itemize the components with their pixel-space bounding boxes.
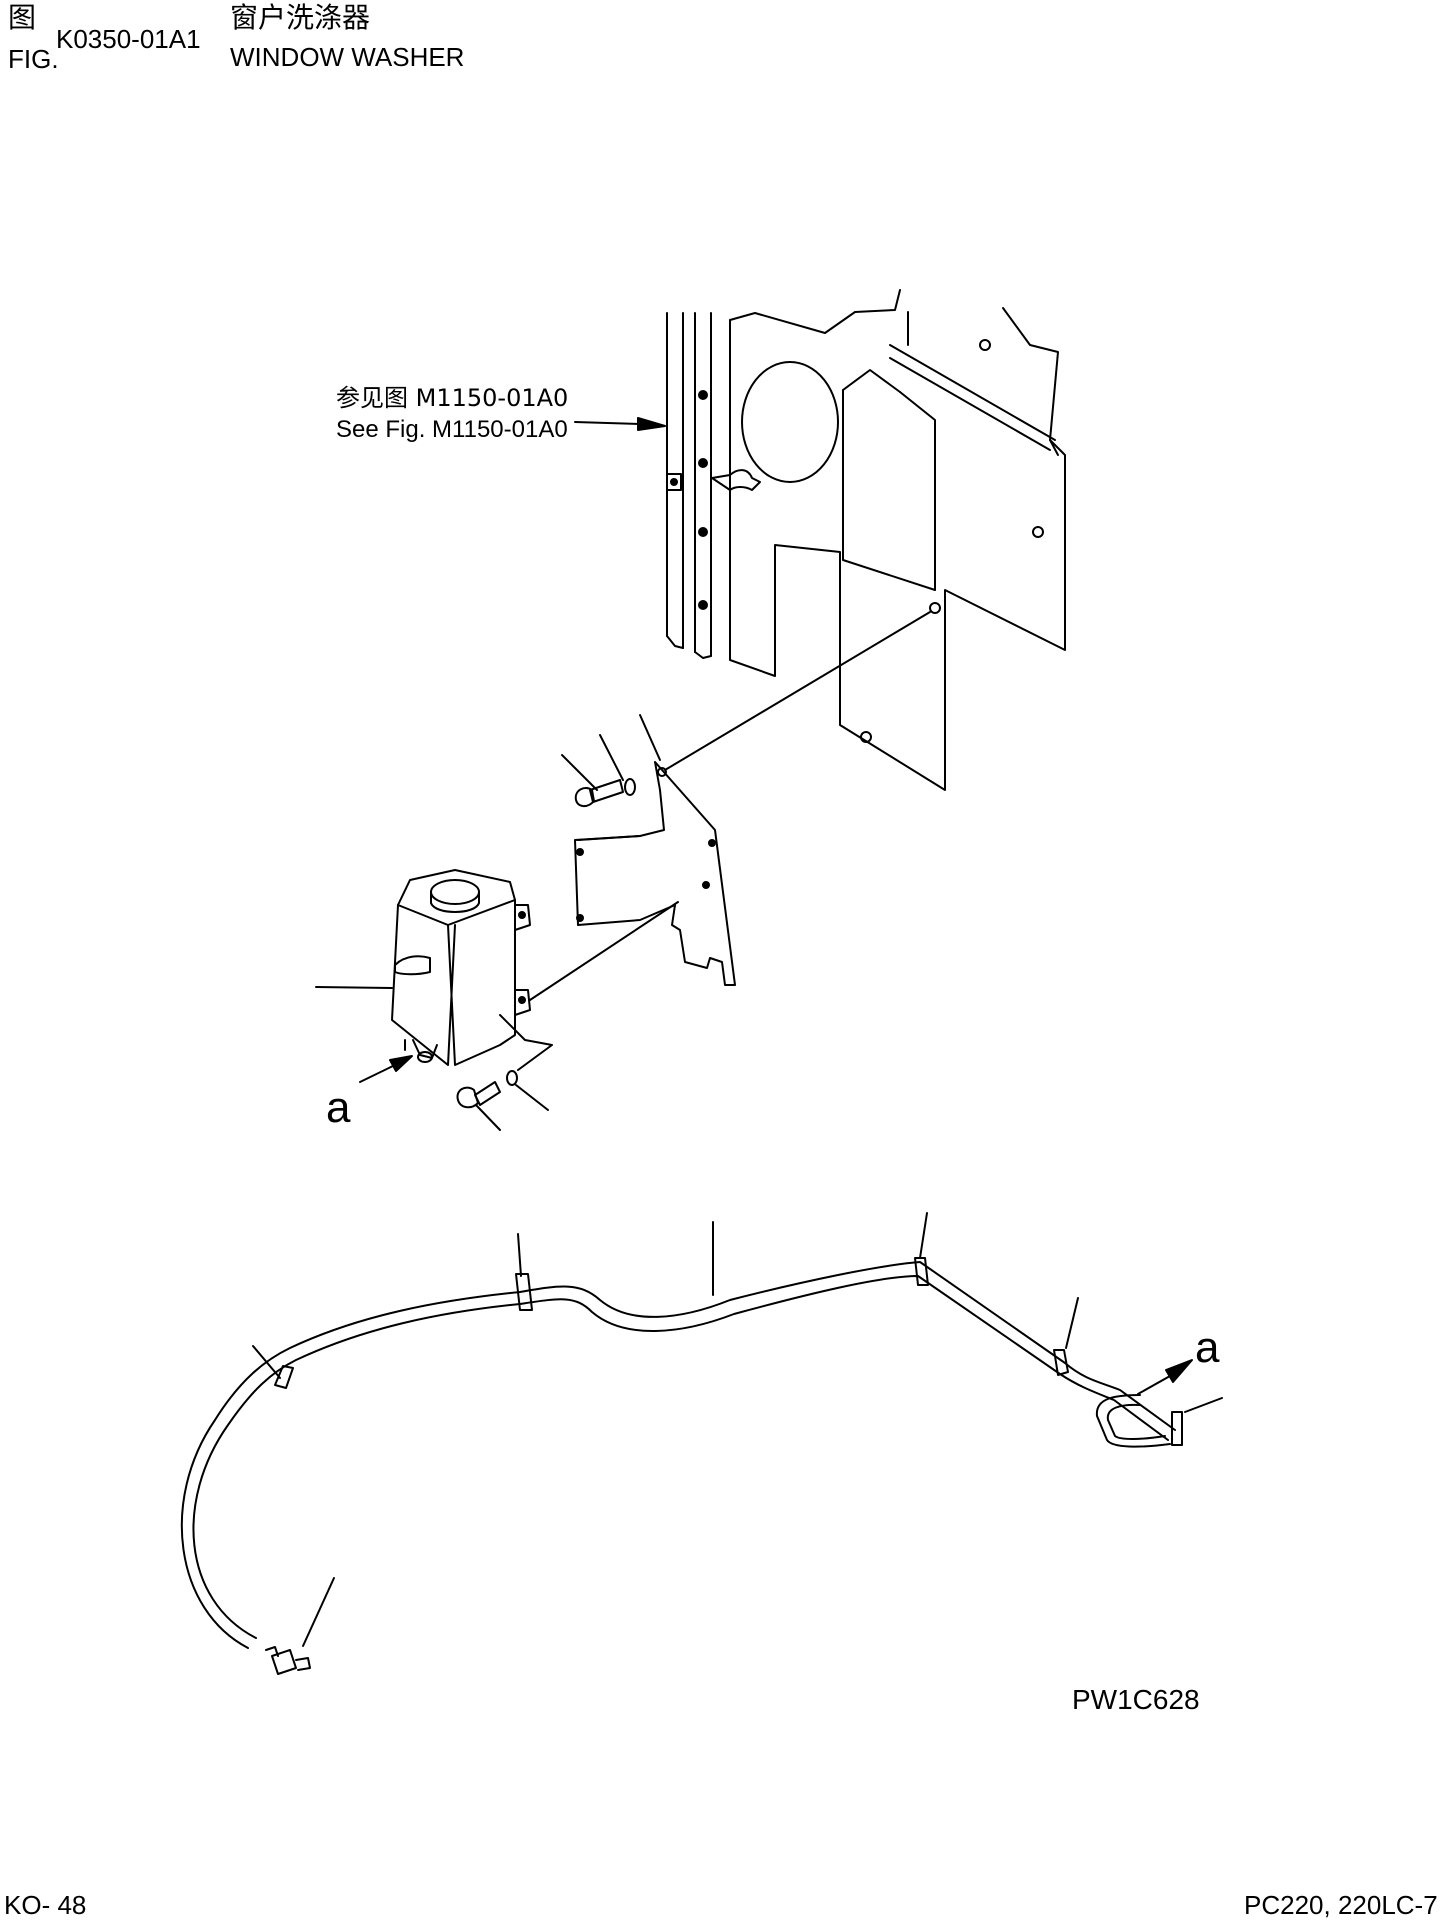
reference-zh: 参见图 M1150-01A0 xyxy=(336,384,569,412)
bolt-lower xyxy=(456,1070,549,1131)
fig-label-zh: 图 xyxy=(8,1,37,34)
washer-tank xyxy=(315,869,679,1083)
detail-label-hose: a xyxy=(1195,1323,1220,1372)
reference-en: See Fig. M1150-01A0 xyxy=(336,416,568,443)
cab-panel xyxy=(574,289,1066,791)
model-label: PC220, 220LC-7 xyxy=(1244,1890,1438,1920)
washer-hose xyxy=(180,1212,1223,1675)
page-number: KO- 48 xyxy=(4,1890,87,1920)
illustration-id: PW1C628 xyxy=(1072,1684,1200,1715)
detail-label-tank: a xyxy=(326,1083,351,1132)
title-en: WINDOW WASHER xyxy=(230,42,465,72)
fig-label-en: FIG. xyxy=(8,44,59,74)
mounting-bracket xyxy=(574,611,931,986)
fig-number: K0350-01A1 xyxy=(56,24,201,54)
bolt-upper xyxy=(561,734,636,808)
title-zh: 窗户洗涤器 xyxy=(230,1,371,34)
